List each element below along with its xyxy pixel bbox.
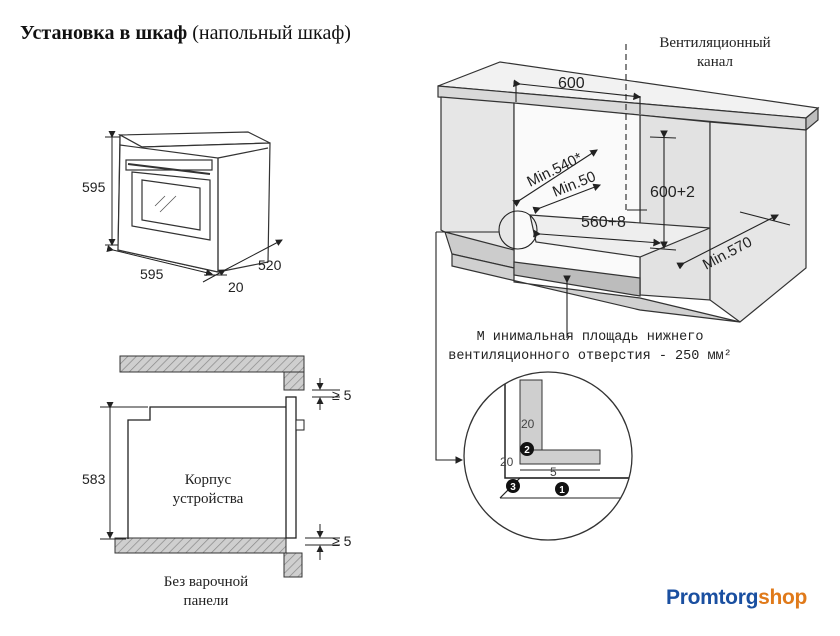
marker-2: 2 [524,445,530,456]
oven-dimension-lines [105,131,283,283]
vent-area-line-2: вентиляционного отверстия - 250 мм² [448,349,732,364]
logo-part-2: shop [758,586,808,609]
oven-height-label: 595 [82,179,106,195]
ventilation-channel-label: Вентиляционный канал [650,34,780,72]
logo-part-1: Promtorg [666,586,759,609]
body-line-1: Корпус [184,472,232,488]
oven-width-label: 595 [140,266,164,282]
detail-20a-label: 20 [521,417,535,431]
cabinet-drawing [437,61,820,323]
gap-top-label: ≥ 5 [332,387,352,403]
marker-1: 1 [559,485,565,496]
detail-view: 2 3 1 20 20 5 [463,371,633,541]
gap-bottom-label: ≥ 5 [332,533,352,549]
no-hob-line-1: Без варочной [163,574,249,590]
oven-perspective [117,131,271,273]
niche-width-label: 560+8 [581,214,626,231]
oven-front-label: 20 [228,279,244,295]
vent-area-line-1: М инимальная площадь нижнего [476,330,704,345]
promtorgshop-logo: Promtorgshop [666,586,807,610]
vent-line-1: Вентиляционный [659,35,771,51]
side-height-label: 583 [82,471,106,487]
title-normal: (напольный шкаф) [192,22,351,44]
detail-20b-label: 20 [500,455,514,469]
niche-height-label: 600+2 [650,184,695,201]
page-title: Установка в шкаф (напольный шкаф) [20,22,351,45]
device-body-label: Корпус устройства [160,471,256,509]
vent-line-2: канал [696,54,734,70]
cabinet-dimension-lines [435,44,791,464]
no-hob-line-2: панели [183,593,229,609]
no-hob-label: Без варочной панели [150,573,262,611]
side-section [100,355,340,578]
cab-width-label: 600 [558,75,585,92]
marker-3: 3 [510,482,516,493]
title-bold: Установка в шкаф [20,22,188,44]
detail-5-label: 5 [550,465,557,479]
oven-depth-label: 520 [258,257,282,273]
body-line-2: устройства [172,491,244,507]
min-vent-area-label: М инимальная площадь нижнего вентиляцион… [440,328,740,366]
